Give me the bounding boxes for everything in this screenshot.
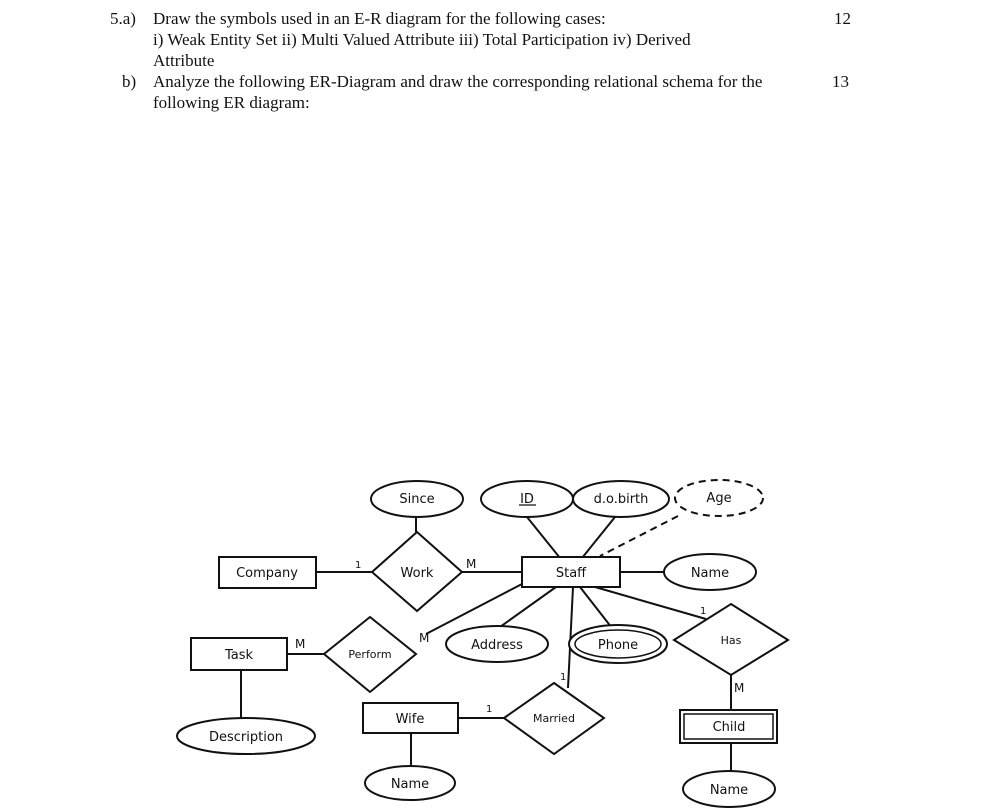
rel-married (502, 681, 606, 756)
attr-since (370, 480, 464, 518)
q5a-line2: i) Weak Entity Set ii) Multi Valued Attr… (153, 30, 691, 49)
attr-child-name (682, 770, 776, 808)
label-perform: Perform (348, 648, 391, 661)
label-phone: Phone (598, 638, 638, 653)
rel-perform (322, 615, 418, 694)
label-wife: Wife (396, 712, 425, 727)
label-age: Age (706, 491, 731, 506)
attr-staff-name (663, 553, 757, 591)
q5b-line2: following ER diagram: (153, 93, 310, 112)
label-task: Task (224, 648, 254, 663)
card-wife-married: 1 (486, 704, 492, 715)
attr-wife-name (364, 765, 456, 801)
line-staff-phone2 (579, 586, 613, 629)
attr-phone-outer (568, 624, 668, 664)
q5a-line1: Draw the symbols used in an E-R diagram … (153, 9, 606, 28)
attr-address (445, 625, 549, 663)
entity-company (218, 556, 317, 589)
label-description: Description (209, 730, 283, 745)
line-staff-address (499, 586, 557, 628)
label-since: Since (399, 492, 434, 507)
label-has: Has (721, 634, 742, 647)
label-work: Work (401, 566, 434, 581)
line-id-staff (526, 516, 561, 559)
attr-phone-inner (574, 629, 662, 659)
label-dob: d.o.birth (594, 492, 649, 507)
attr-description (176, 717, 316, 755)
label-married: Married (533, 712, 575, 725)
card-married-staff: 1 (560, 672, 566, 683)
q5a-marks: 12 (834, 9, 851, 28)
q5a-line3: Attribute (153, 51, 215, 70)
attr-dob (572, 480, 670, 518)
line-dob-staff (581, 516, 616, 559)
attr-age (674, 479, 764, 517)
card-staff-has: 1 (700, 606, 706, 617)
label-company: Company (236, 566, 298, 581)
label-child-name: Name (710, 783, 748, 798)
label-id: ID (520, 492, 534, 507)
label-address: Address (471, 638, 523, 653)
card-has-child: M (734, 681, 744, 695)
card-task-perform: M (295, 637, 305, 651)
entity-wife (362, 702, 459, 734)
label-child: Child (713, 720, 746, 735)
label-staff-name: Name (691, 566, 729, 581)
rel-has (672, 602, 790, 677)
entity-staff (521, 556, 621, 588)
line-staff-perform (425, 583, 523, 635)
card-work-staff: M (466, 557, 476, 571)
rel-work (370, 530, 464, 613)
q5b-line1: Analyze the following ER-Diagram and dra… (153, 72, 763, 91)
entity-task (190, 637, 288, 671)
label-staff: Staff (556, 566, 587, 581)
line-staff-has (594, 586, 707, 620)
entity-child-outer (679, 709, 778, 744)
card-company-work: 1 (355, 560, 361, 571)
entity-child-inner (683, 713, 774, 740)
q5a-label: 5.a) (110, 9, 136, 28)
label-wife-name: Name (391, 777, 429, 792)
card-perform-staff: M (419, 631, 429, 645)
q5b-marks: 13 (832, 72, 849, 91)
q5b-label: b) (122, 72, 137, 91)
line-age-staff (599, 515, 679, 557)
